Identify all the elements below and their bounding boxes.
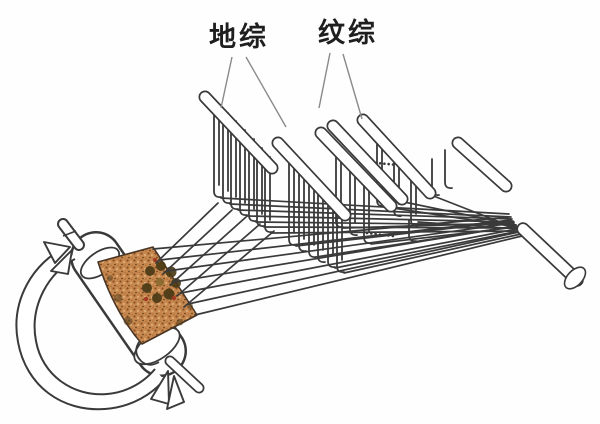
backstrap-band bbox=[15, 246, 165, 411]
cloth-beam-handle-top bbox=[57, 218, 85, 251]
ribbon-bottom bbox=[150, 370, 185, 410]
pattern-heddle-rod-2 bbox=[326, 119, 409, 206]
cloth-roll-curl bbox=[135, 335, 160, 366]
ribbon-top bbox=[43, 241, 73, 275]
fabric-floral-motif bbox=[142, 258, 181, 303]
warp-beam-rod bbox=[516, 222, 587, 290]
fabric-speckle-patches bbox=[107, 275, 193, 326]
pattern-heddle-rod-3 bbox=[356, 113, 437, 200]
label-ground-heddle: 地综 bbox=[209, 21, 269, 52]
woven-fabric bbox=[97, 246, 198, 345]
ellipsis-dots-lower bbox=[365, 231, 395, 238]
ground-heddle-rod-1 bbox=[198, 90, 279, 175]
ground-heddle-rod-2 bbox=[271, 136, 352, 222]
cloth-beam-handle-bottom bbox=[164, 355, 205, 394]
pattern-heddle-rod-1 bbox=[314, 126, 398, 213]
lease-rod-right bbox=[451, 136, 513, 193]
label-pattern-heddle: 纹综 bbox=[318, 17, 378, 48]
loop-hook bbox=[408, 219, 417, 243]
leader-lines bbox=[220, 52, 363, 128]
